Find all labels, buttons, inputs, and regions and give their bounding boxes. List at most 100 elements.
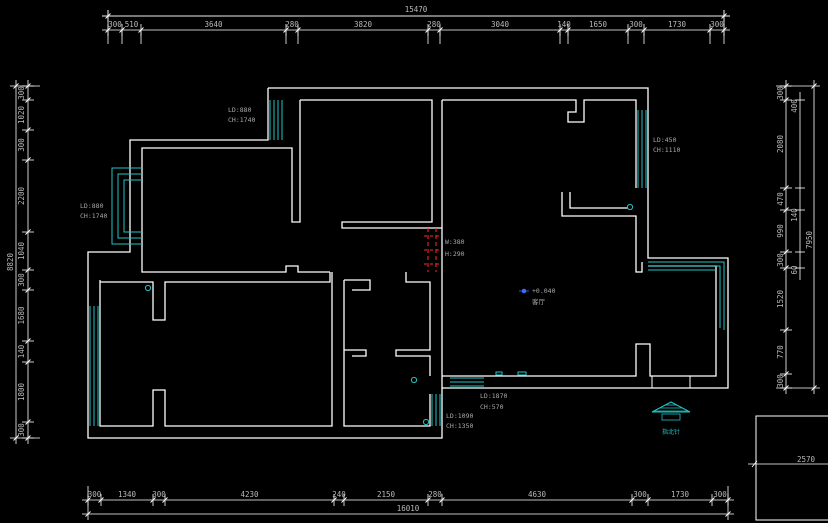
dim-tick [25,157,31,163]
dim-text: 1680 [17,306,26,325]
dim-tick [25,229,31,235]
dim-text: 280 [285,20,299,29]
dim-tick [25,419,31,425]
legend-box [755,415,828,521]
dim-tick [783,97,789,103]
dim-total-text: 8820 [6,252,15,271]
dim-text: 4230 [240,490,259,499]
inner-wall-bath-right [395,272,431,376]
living-opening [651,375,691,389]
dim-tick [341,497,347,503]
dim-text: 990 [776,224,785,238]
dim-text: 300 [17,423,26,437]
dim-tick [25,97,31,103]
dim-text: 240 [332,490,346,499]
window-left-bay [111,167,142,245]
dim-text: 300 [776,253,785,267]
window-note: CH:1110 [653,146,680,154]
dim-tick [25,267,31,273]
north-arrow-triangle [651,401,691,413]
dim-tick [439,497,445,503]
dim-text: 300 [17,86,26,100]
dim-text: 1020 [17,105,26,124]
dim-text: 1650 [589,20,608,29]
window-note: CH:1740 [228,116,255,124]
dim-text: 400 [790,99,799,113]
inner-wall-right-top [442,99,637,188]
window-note: LD:1090 [446,412,473,420]
vent-mark [495,371,503,376]
dim-tick [783,249,789,255]
dim-text: 470 [776,192,785,206]
dim-text: 1520 [776,289,785,308]
outer-wall [87,87,729,439]
door-note: W:380 [445,238,465,246]
dim-tick [25,287,31,293]
dim-text: 1800 [17,382,26,401]
inner-wall-bedroom-top [141,100,330,273]
dim-text: 1340 [118,490,137,499]
dim-text: 2150 [377,490,396,499]
fixture-circle [626,203,634,211]
dim-tick [25,359,31,365]
north-arrow-base [661,413,681,421]
window-left-bay [123,179,142,233]
room-label: 客厅 [532,297,546,306]
inner-wall-living-bottom [484,265,717,377]
fixture-circle [144,284,152,292]
window-note: CH:1740 [80,212,107,220]
dim-text: 300 [108,20,122,29]
window-note: LD:1870 [480,392,507,400]
dim-text: 1730 [671,490,690,499]
window-left-bay [117,173,142,239]
dim-tick [150,497,156,503]
inner-wall-bath [343,280,431,427]
legend-dim-tick [751,460,758,468]
window-note: CH:1350 [446,422,473,430]
dim-total-text: 15470 [405,5,428,14]
window-note: LD:450 [653,136,677,144]
annotations: LD:880CH:1740LD:880CH:1740LD:450CH:1110W… [80,106,680,430]
dim-tick [13,83,19,89]
dim-text: 3040 [491,20,510,29]
dim-tick [811,385,817,391]
dim-text: 140 [790,208,799,222]
dim-text: 300 [710,20,724,29]
window-note: LD:880 [228,106,252,114]
dim-text: 1730 [668,20,687,29]
level-mark-text: +0.040 [532,287,556,295]
dim-text: 300 [88,490,102,499]
dim-total-text: 16010 [397,504,420,513]
window-right-bay [648,261,725,330]
dim-text: 300 [629,20,643,29]
dim-text: 3640 [204,20,223,29]
inner-wall-closet [569,192,628,209]
dim-tick [162,497,168,503]
dim-total-text: 7950 [805,230,814,249]
dim-text: 2080 [776,134,785,153]
dim-tick [425,497,431,503]
dim-text: 60 [790,265,799,275]
dim-tick [13,435,19,441]
north-arrow-label: 指北针 [662,428,680,436]
window-note: LD:880 [80,202,104,210]
floor-plan [87,87,729,439]
dim-text: 510 [125,20,139,29]
inner-wall-room-top [300,99,442,229]
dim-text: 280 [427,20,441,29]
dim-tick [98,497,104,503]
door-note: H:290 [445,250,465,258]
inner-wall-right-mid [561,192,643,273]
dim-tick [85,511,91,517]
vent-mark [517,371,527,376]
fixture-circle [422,418,430,426]
dim-text: 770 [776,345,785,359]
dim-text: 140 [17,344,26,358]
dim-tick [645,497,651,503]
dim-text: 300 [776,374,785,388]
dim-tick [783,207,789,213]
dim-text: 1040 [17,241,26,260]
dim-tick [331,497,337,503]
dim-text: 280 [428,490,442,499]
dim-tick [783,185,789,191]
